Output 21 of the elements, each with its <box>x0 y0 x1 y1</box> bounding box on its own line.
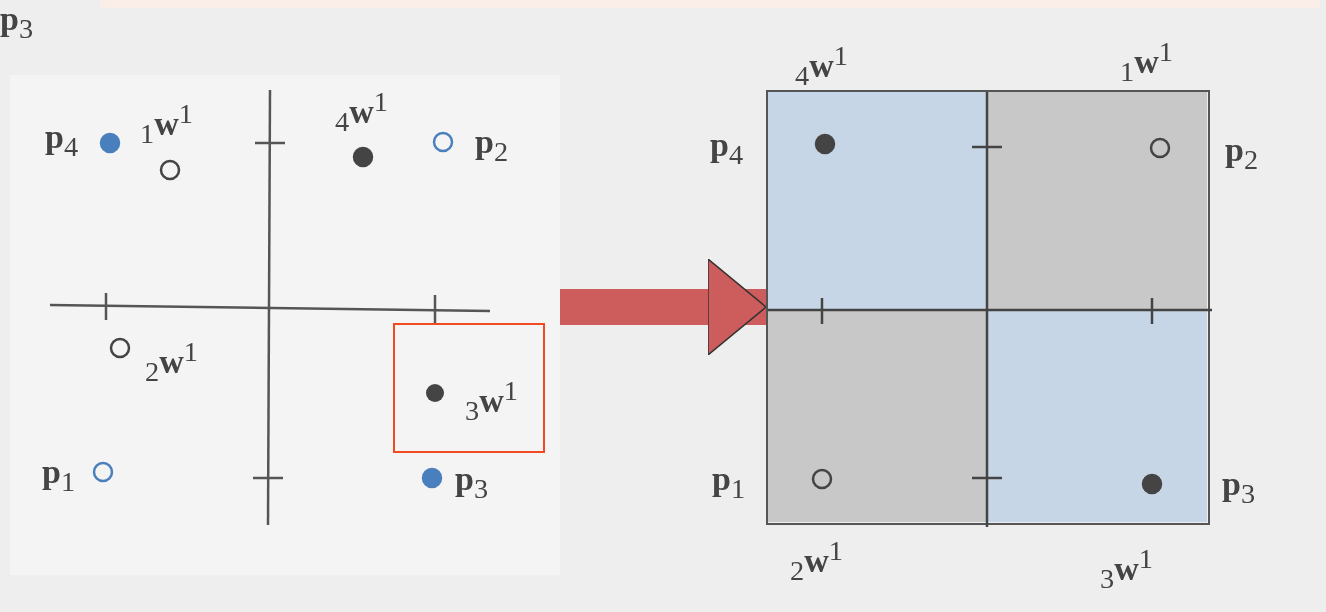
p-label: p$_{2}$ <box>475 125 509 167</box>
vector-label: $_{3}$w$^{1}$ <box>465 377 518 426</box>
vector-label: p$_{3}$ <box>1222 467 1256 509</box>
p-label: p$_{1}$ <box>42 455 76 497</box>
p-label: p$_{3}$ <box>0 2 34 44</box>
vector-label: p$_{1}$ <box>712 462 746 504</box>
p-label: p$_{3}$ <box>455 462 489 504</box>
vector-label: p$_{2}$ <box>1225 133 1259 175</box>
vector-label: $_{4}$w$^{1}$ <box>335 88 388 137</box>
vector-label: p$_{4}$ <box>710 128 744 170</box>
vector-label: $_{3}$w$^{1}$ <box>1100 545 1153 594</box>
scatter-plot-drawing <box>10 75 560 575</box>
p-label: p$_{4}$ <box>45 120 79 162</box>
vector-label: $_{2}$w$^{1}$ <box>145 338 198 387</box>
highlight-box <box>393 323 545 453</box>
vector-label: $_{1}$w$^{1}$ <box>140 100 193 149</box>
vector-label: $_{2}$w$^{1}$ <box>790 537 843 586</box>
vector-label: $_{4}$w$^{1}$ <box>795 42 848 91</box>
block-arrow <box>560 258 767 356</box>
vector-label: $_{1}$w$^{1}$ <box>1120 38 1173 87</box>
quadrant-grid-drawing <box>766 90 1210 525</box>
